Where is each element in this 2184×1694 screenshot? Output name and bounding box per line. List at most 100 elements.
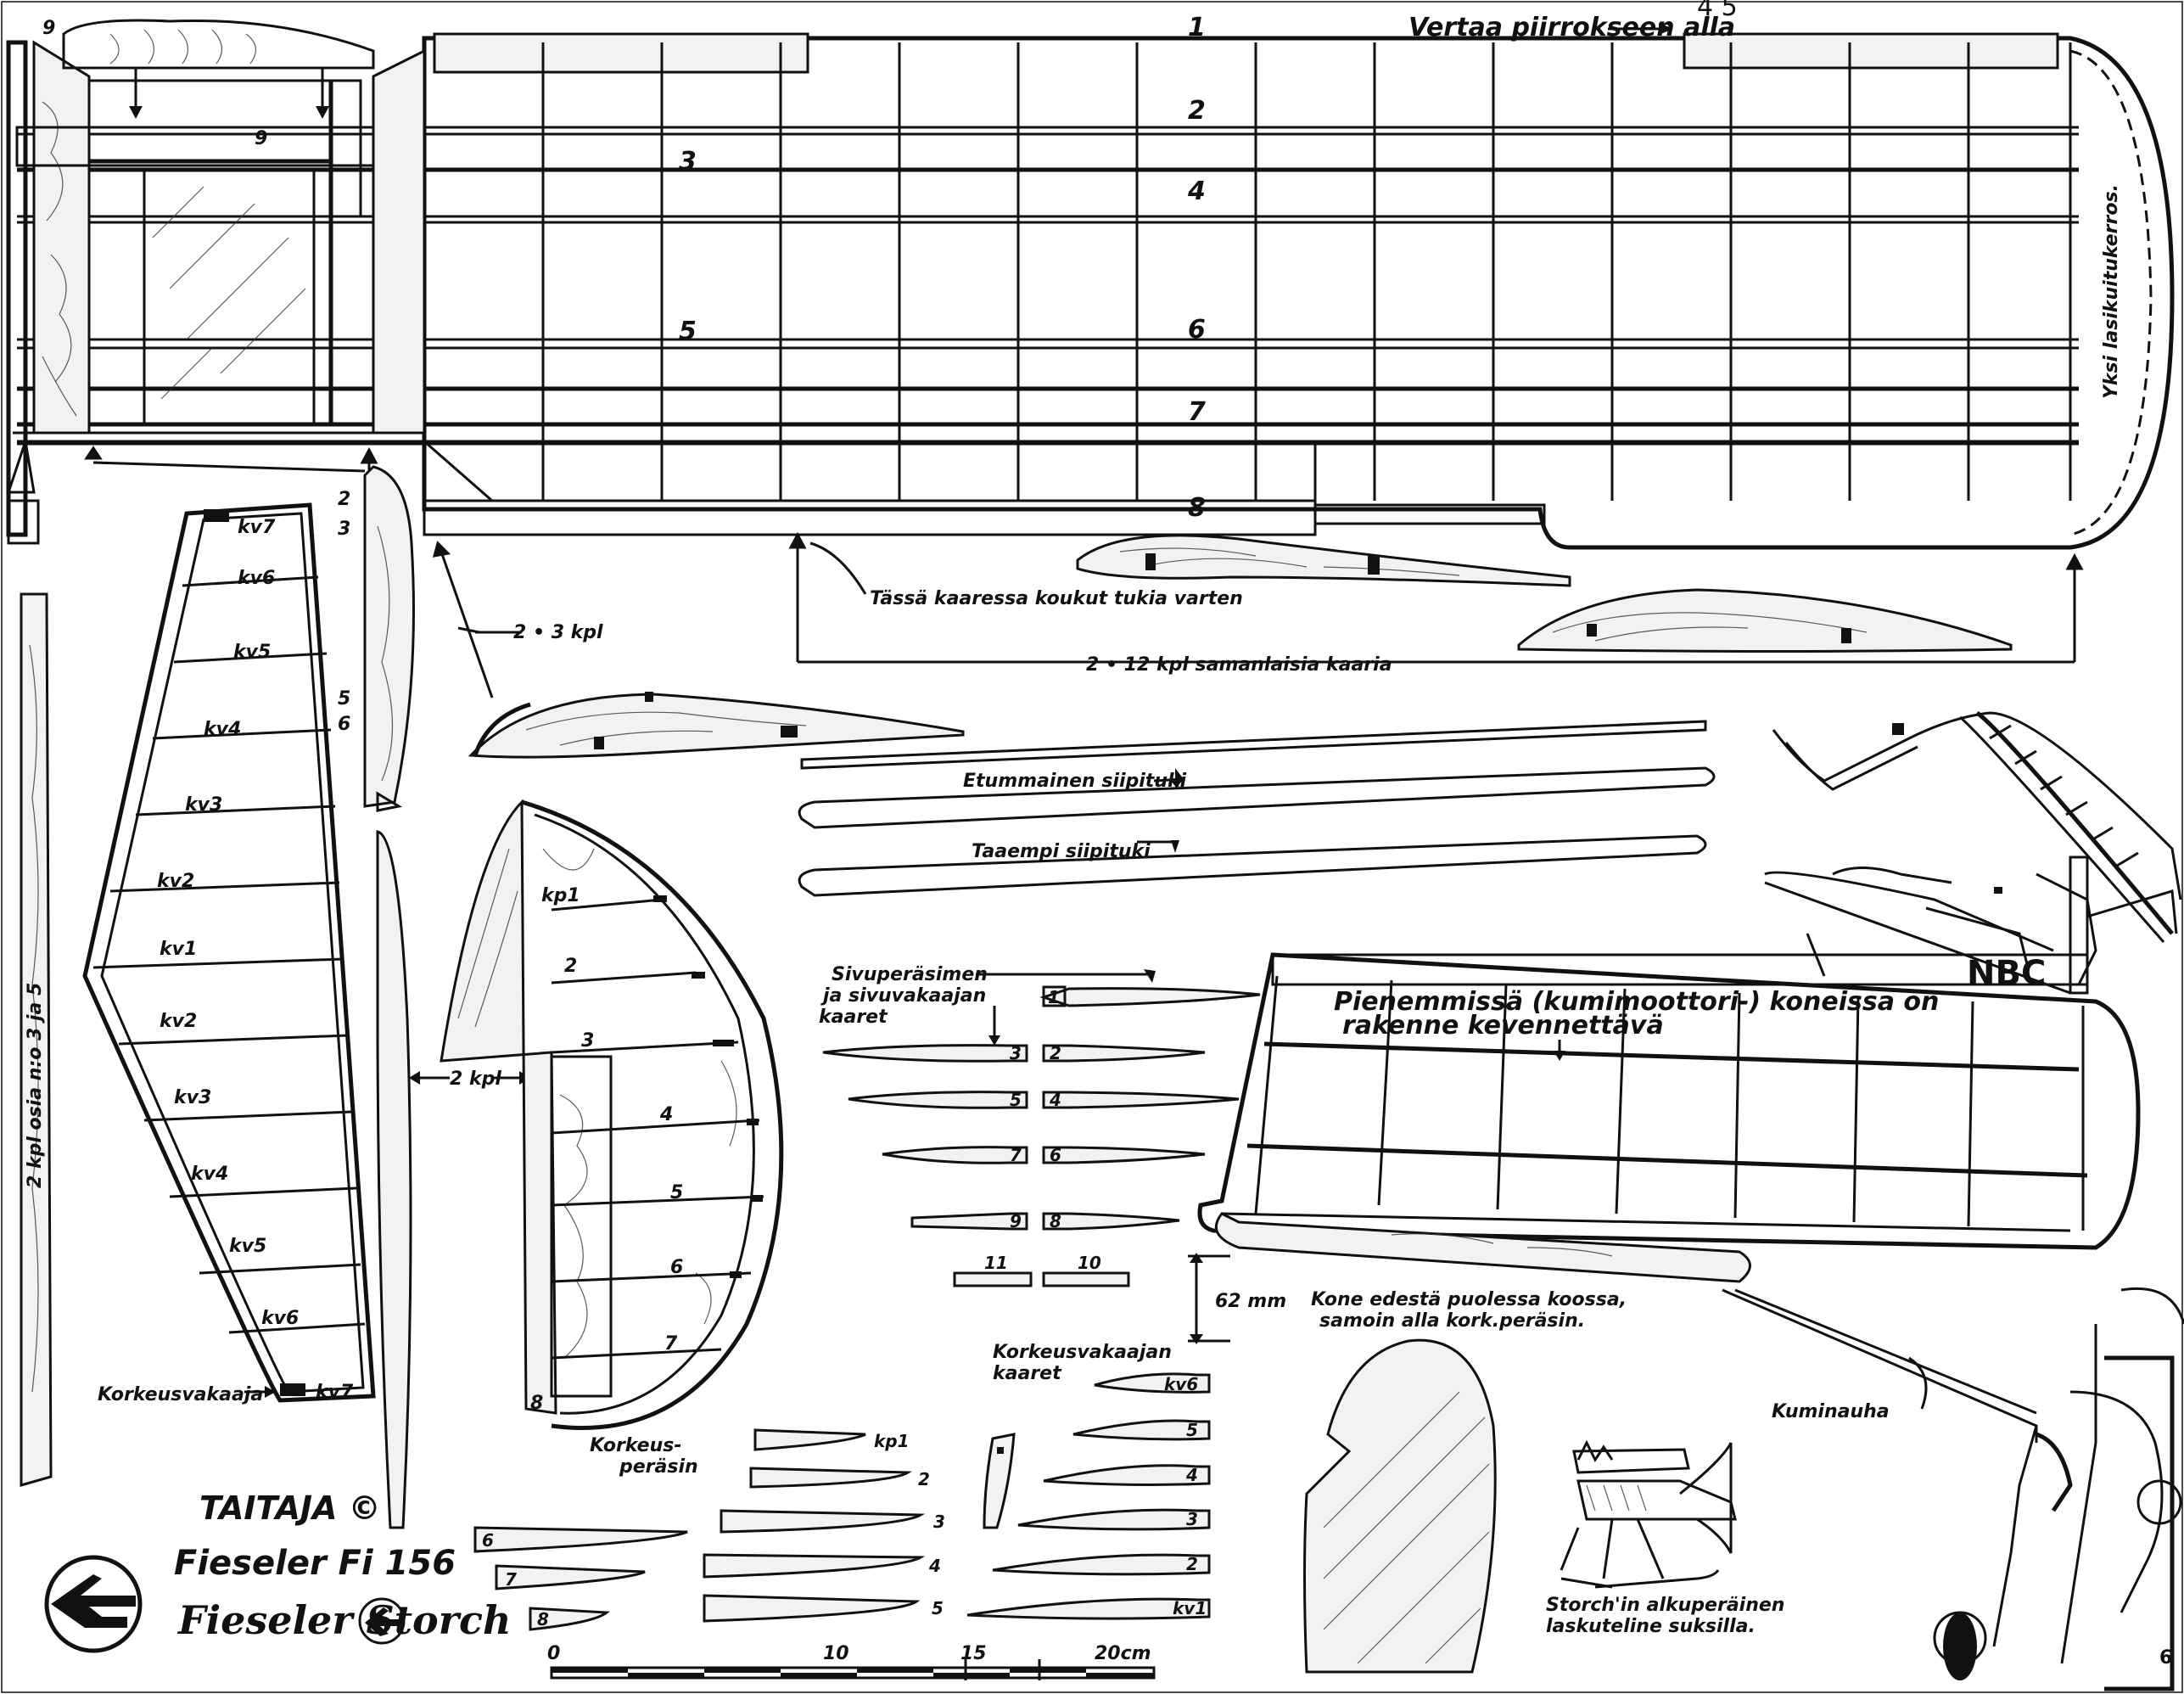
rudder-part-2: 2 xyxy=(1050,1043,1061,1063)
fuselage-half-view: NBC Kuminauha 6 xyxy=(1722,710,2184,1691)
ski-aircraft-sketch: Storch'in alkuperäinen laskuteline suksi… xyxy=(1546,1439,1784,1637)
rudder-rib-parts: Sivuperäsimen ja sivuvakaajan kaaret 1 3… xyxy=(819,964,1261,1287)
stab-rib-kv6: kv6 xyxy=(261,1308,299,1329)
small-logo-icon xyxy=(358,1597,406,1645)
rudder-part-1: 1 xyxy=(1048,987,1060,1007)
elevator-part-2: 2 xyxy=(918,1469,930,1489)
stab-rib-kv4-top: kv4 xyxy=(204,719,241,740)
stab-rib-kv1: kv1 xyxy=(160,939,197,960)
elevator-strip: 2 kpl osia n:o 3 ja 5 xyxy=(20,592,53,1487)
taitaja-logo-icon xyxy=(44,1555,143,1653)
rudder-part-3: 3 xyxy=(1010,1043,1022,1063)
elevator-part-7: 7 xyxy=(505,1569,517,1590)
rudder-part-11: 11 xyxy=(984,1253,1008,1273)
aileron-rib-5: 5 xyxy=(338,688,350,710)
tailplane-structure: Pienemmissä (kumimoottori-) koneissa on … xyxy=(1197,952,2141,1283)
elevator-tip-shape xyxy=(1303,1338,1497,1674)
rib-label-4: 4 xyxy=(1187,177,1206,206)
rib-label-7: 7 xyxy=(1188,397,1206,427)
rib-label-9: 9 xyxy=(255,128,267,149)
two-pcs-label: 2 kpl xyxy=(450,1069,501,1090)
ski-note-1: Storch'in alkuperäinen xyxy=(1546,1595,1784,1616)
rudder-rib-kp1: kp1 xyxy=(541,885,580,906)
elevator-part-8: 8 xyxy=(537,1609,549,1629)
two-times-three-note: 2 • 3 kpl xyxy=(513,622,603,643)
rib-label-2: 2 xyxy=(1188,96,1206,126)
rudder-part-9: 9 xyxy=(1010,1211,1022,1231)
elevator-part-3: 3 xyxy=(933,1512,945,1532)
rib-label-3: 3 xyxy=(679,147,697,177)
elevator-part-5: 5 xyxy=(932,1598,944,1618)
stab-part-kv6: kv6 xyxy=(1164,1374,1198,1394)
rudder-rib-7: 7 xyxy=(664,1333,678,1355)
rudder-rib-2: 2 xyxy=(564,956,577,977)
brand-name: TAITAJA © xyxy=(199,1489,381,1527)
stab-ribs-title-1: Korkeusvakaajan xyxy=(993,1342,1172,1363)
scale-label-0: 0 xyxy=(547,1643,560,1664)
front-strut-label: Etummainen siipituki xyxy=(963,771,1187,792)
lighter-note-line-1: Pienemmissä (kumimoottori-) koneissa on xyxy=(1334,987,1939,1017)
rudder-rib-5: 5 xyxy=(670,1182,683,1203)
signature-text: Fieseler Storch xyxy=(176,1597,511,1643)
elevator-part-6: 6 xyxy=(482,1530,494,1551)
rubber-band-label: Kuminauha xyxy=(1772,1401,1890,1422)
wing-root-structure xyxy=(6,19,496,545)
stab-part-4: 4 xyxy=(1185,1465,1198,1485)
control-surface-side: 2 kpl xyxy=(376,830,530,1529)
rudder-part-5: 5 xyxy=(1010,1090,1022,1110)
stab-rib-kv2: kv2 xyxy=(160,1011,197,1032)
rib-label-5: 5 xyxy=(679,317,697,346)
scale-label-20: 20cm xyxy=(1095,1643,1151,1664)
stab-part-2: 2 xyxy=(1186,1554,1198,1574)
rib-label-6: 6 xyxy=(1188,315,1206,345)
stab-rib-kv5: kv5 xyxy=(229,1236,266,1257)
fiberglass-layer-note: Yksi lasikuitukerros. xyxy=(2101,184,2122,399)
rudder-ribs-title-2: ja sivuvakaajan xyxy=(820,985,986,1007)
stab-rib-kv4: kv4 xyxy=(191,1164,228,1185)
stab-rib-kv3-top: kv3 xyxy=(185,794,222,816)
stabilizer-label: Korkeusvakaaja xyxy=(98,1384,263,1405)
aileron-rib-2: 2 xyxy=(338,489,350,510)
stab-rib-kv7-top: kv7 xyxy=(238,517,276,538)
stab-part-3: 3 xyxy=(1186,1509,1198,1529)
ski-note-2: laskuteline suksilla. xyxy=(1546,1616,1756,1637)
rudder-and-fin: kp1 2 3 4 5 6 7 8 xyxy=(440,799,784,1430)
stabilizer-rib-parts: Korkeusvakaajan kaaret kv6 5 4 3 2 kv1 xyxy=(966,1342,1211,1620)
elevator-part-4: 4 xyxy=(928,1556,941,1576)
rudder-part-6: 6 xyxy=(1050,1145,1061,1165)
elevator-part-kp1: kp1 xyxy=(874,1431,910,1451)
elevator-label-1: Korkeus- xyxy=(590,1435,681,1456)
stab-rib-kv2-top: kv2 xyxy=(157,871,194,892)
wing-struts: Etummainen siipituki Taaempi siipituki xyxy=(798,720,1716,897)
elevator-rib-parts: kp1 2 3 4 5 6 7 8 Korkeus- peräsin xyxy=(473,1428,945,1631)
rudder-ribs-title-1: Sivuperäsimen xyxy=(832,964,988,985)
aileron-rib-6: 6 xyxy=(338,714,350,735)
rudder-part-7: 7 xyxy=(1010,1145,1022,1165)
dimension-arrows xyxy=(84,446,2084,698)
compare-below-note: Vertaa piirrokseen alla xyxy=(1408,13,1735,42)
stab-rib-kv6-top: kv6 xyxy=(238,568,275,589)
wing-rib-profiles xyxy=(468,534,2013,759)
hooks-note: Tässä kaaressa koukut tukia varten xyxy=(870,588,1243,609)
half-size-note-2: samoin alla kork.peräsin. xyxy=(1319,1310,1585,1332)
rudder-part-4: 4 xyxy=(1049,1090,1061,1110)
stab-ribs-title-2: kaaret xyxy=(993,1363,1062,1384)
rudder-rib-4: 4 xyxy=(659,1104,673,1125)
model-name: Fieseler Fi 156 xyxy=(174,1544,456,1583)
handwritten-number: 4 5 xyxy=(1697,0,1738,22)
registration-letters: NBC xyxy=(1967,954,2046,993)
rudder-rib-8: 8 xyxy=(530,1393,543,1414)
stab-part-5: 5 xyxy=(1186,1420,1198,1440)
rear-strut-label: Taaempi siipituki xyxy=(972,841,1151,862)
corner-mark: 6 xyxy=(2159,1647,2172,1669)
aileron-part: 2 3 5 6 xyxy=(338,465,415,812)
title-block: TAITAJA © Fieseler Fi 156 Fieseler Storc… xyxy=(44,1489,511,1653)
elevator-label-2: peräsin xyxy=(619,1456,698,1478)
rudder-part-10: 10 xyxy=(1078,1253,1101,1273)
rudder-rib-6: 6 xyxy=(670,1257,683,1278)
rudder-rib-3: 3 xyxy=(581,1030,594,1052)
rib-label-9-top: 9 xyxy=(42,18,55,39)
stab-rib-kv5-top: kv5 xyxy=(233,642,271,663)
rib-label-1: 1 xyxy=(1188,13,1206,42)
